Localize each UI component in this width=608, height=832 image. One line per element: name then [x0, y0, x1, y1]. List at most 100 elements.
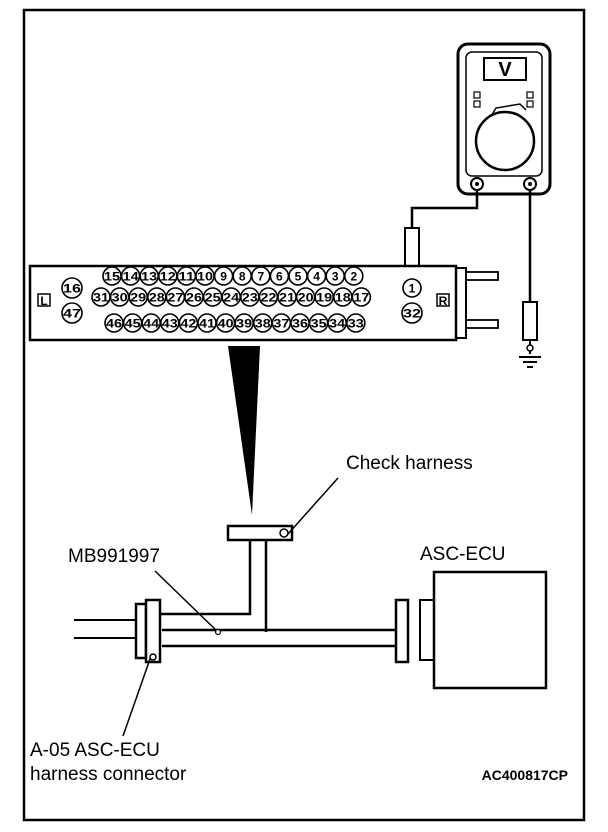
pin-28: 28 [147, 287, 167, 307]
pin-43: 43 [160, 313, 180, 333]
pin-label: 33 [348, 317, 364, 331]
pin-label: 7 [257, 270, 264, 284]
pin-8: 8 [232, 266, 252, 286]
pin-27: 27 [165, 287, 186, 307]
pin-label: 41 [199, 317, 215, 331]
pin-46: 46 [104, 313, 124, 333]
pin-label: 30 [112, 291, 128, 305]
pin-30: 30 [109, 287, 130, 307]
pin-40: 40 [215, 313, 236, 333]
pin-label: 35 [311, 317, 327, 331]
pin-label: 36 [292, 317, 308, 331]
label-harness-line2: harness connector [30, 764, 187, 785]
pin-3: 3 [325, 266, 346, 286]
pin-label: 24 [223, 291, 239, 305]
voltmeter: V [456, 42, 552, 196]
pin-label: 47 [63, 307, 81, 321]
pin-39: 39 [234, 313, 254, 333]
reference-code: AC400817CP [482, 767, 568, 783]
pin-38: 38 [252, 313, 273, 333]
pin-42: 42 [178, 313, 199, 333]
label-harness-line1: A-05 ASC-ECU [30, 740, 160, 761]
pin-label: 23 [242, 291, 258, 305]
pin-label: 28 [149, 291, 165, 305]
pin-20: 20 [295, 287, 316, 307]
harness-connector [74, 598, 162, 664]
pin-label: 9 [220, 270, 227, 284]
probe-lead-positive [404, 190, 479, 276]
connector-left-marker: L [40, 294, 47, 308]
pin-label: 14 [123, 270, 139, 284]
pin-18: 18 [332, 287, 353, 307]
connector-right-marker: R [439, 294, 448, 308]
pin-37: 37 [271, 313, 292, 333]
meter-display [483, 57, 527, 81]
pin-label: 44 [143, 317, 159, 331]
pin-19: 19 [314, 287, 335, 307]
label-tool-number: MB991997 [68, 546, 160, 567]
pin-47: 47 [61, 302, 83, 324]
pin-45: 45 [122, 313, 143, 333]
pin-label: 3 [332, 270, 339, 284]
pin-label: 12 [160, 270, 176, 284]
pin-label: 21 [279, 291, 295, 305]
view-pointer-wedge [228, 346, 260, 515]
pin-label: 40 [218, 317, 234, 331]
pin-label: 11 [178, 270, 194, 284]
pin-14: 14 [120, 266, 141, 286]
pin-32: 32 [401, 302, 423, 324]
pin-26: 26 [184, 287, 204, 307]
pin-label: 22 [260, 291, 276, 305]
pin-label: 29 [130, 291, 146, 305]
diagram-frame [22, 8, 586, 822]
voltmeter-symbol: V [498, 59, 512, 81]
pin-label: 10 [197, 270, 213, 284]
pin-label: 5 [295, 270, 302, 284]
pin-label: 45 [125, 317, 141, 331]
ground-icon [519, 356, 541, 368]
pin-label: 37 [273, 317, 289, 331]
leader-lines [122, 477, 339, 737]
pin-31: 31 [91, 287, 111, 307]
pin-13: 13 [139, 266, 159, 286]
pin-5: 5 [288, 266, 308, 286]
pin-35: 35 [308, 313, 329, 333]
pin-16: 16 [61, 277, 83, 299]
asc-ecu-unit [419, 570, 548, 690]
label-asc-ecu: ASC-ECU [420, 544, 506, 565]
pin-label: 27 [167, 291, 183, 305]
pin-label: 32 [403, 307, 421, 321]
pin-21: 21 [277, 287, 297, 307]
pin-label: 18 [335, 291, 351, 305]
pin-label: 31 [93, 291, 109, 305]
pin-25: 25 [202, 287, 223, 307]
pin-label: 25 [205, 291, 221, 305]
pin-15: 15 [102, 266, 122, 286]
pin-7: 7 [250, 266, 271, 286]
pin-label: 17 [353, 291, 369, 305]
pin-22: 22 [258, 287, 279, 307]
pin-label: 19 [316, 291, 332, 305]
ecu-side-connector [394, 598, 410, 664]
pin-label: 34 [329, 317, 345, 331]
pin-label: 26 [186, 291, 202, 305]
pin-label: 39 [236, 317, 252, 331]
pin-label: 1 [409, 282, 416, 296]
pin-11: 11 [176, 266, 197, 286]
pin-10: 10 [195, 266, 215, 286]
check-harness-tool [162, 524, 396, 648]
pin-44: 44 [141, 313, 161, 333]
pin-2: 2 [343, 266, 364, 286]
pin-12: 12 [158, 266, 178, 286]
pin-label: 15 [104, 270, 120, 284]
pin-24: 24 [221, 287, 241, 307]
pin-label: 46 [106, 317, 122, 331]
pin-29: 29 [128, 287, 148, 307]
pin-label: 6 [276, 270, 283, 284]
pin-6: 6 [269, 266, 290, 286]
pin-label: 43 [162, 317, 178, 331]
pin-4: 4 [306, 266, 327, 286]
pin-label: 8 [239, 270, 246, 284]
